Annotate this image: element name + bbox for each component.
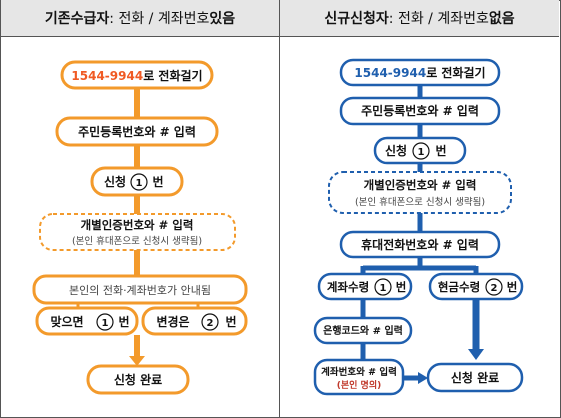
right-cash-num: 2 [491,283,498,294]
left-header-mid: : 전화 / 계좌번호 [109,11,210,27]
right-header-mid: : 전화 / 계좌번호 [388,11,489,27]
right-auth-line2: (본인 휴대폰으로 신청시 생략됨) [355,196,485,208]
left-apply-box [90,166,184,197]
left-correct-box [35,306,139,336]
left-change-num-circle [201,313,219,331]
left-header-title: 기존수급자 [44,11,110,27]
right-cash-suffix: 번 [507,280,518,294]
left-flow: 1544-9944로 전화걸기 주민등록번호와 # 입력 신청 1 번 개별인증… [32,60,248,395]
left-done-box [86,364,190,395]
right-resident-id-text: 주민등록번호와 # 입력 [361,103,479,118]
right-mobile-text: 휴대전화번호와 # 입력 [361,237,479,252]
right-account-num-circle [374,278,392,296]
left-auth-line2: (본인 휴대폰으로 신청시 생략됨) [72,235,202,247]
left-arrowhead [129,356,145,366]
left-done-text: 신청 완료 [114,372,162,387]
left-call-text: 1544-9944로 전화걸기 [71,68,202,83]
right-mobile-box [339,230,501,259]
left-resident-id-box [55,116,219,147]
right-header-end: 없음 [488,11,515,27]
right-cash-text: 현금수령 [438,280,480,294]
right-auth-line1: 개별인증번호와 # 입력 [364,178,477,192]
right-final-arrowhead [418,372,428,384]
right-flow: 1544-9944로 전화걸기 주민등록번호와 # 입력 신청 1 번 개별인증… [313,58,524,396]
right-account-num: 1 [380,283,387,294]
left-resident-id-text: 주민등록번호와 # 입력 [78,124,196,139]
right-account-input-box [313,358,405,396]
left-correct-num-circle [96,313,114,331]
right-call-box [339,58,501,87]
right-header: 신규신청자: 전화 / 계좌번호 없음 [280,0,559,37]
right-header-title: 신규신청자 [324,11,389,27]
right-resident-id-box [339,96,501,126]
left-apply-num: 1 [136,178,143,189]
right-account-owner-text: (본인 명의) [337,379,381,391]
right-bank-code-box [313,316,413,345]
left-header: 기존수급자: 전화 / 계좌번호 있음 [1,0,279,37]
left-guide-box [32,274,248,305]
right-done-box [426,362,524,393]
left-auth-box [39,213,236,251]
right-account-suffix: 번 [396,280,407,294]
left-apply-num-circle [130,173,148,191]
left-apply-suffix: 번 [152,174,163,189]
right-cash-arrowhead [468,349,484,360]
left-correct-suffix: 번 [118,314,129,329]
left-change-text: 변경은 [156,314,189,329]
right-apply-box [373,136,467,165]
left-change-box [141,306,248,336]
right-done-text: 신청 완료 [451,370,499,385]
left-guide-text: 본인의 전화·계좌번호가 안내됨 [69,284,211,297]
right-apply-text: 신청 [385,143,407,158]
right-auth-box [328,171,512,214]
left-change-num: 2 [207,318,214,329]
left-apply-text: 신청 [104,174,126,189]
right-call-text: 1544-9944로 전화걸기 [354,65,485,80]
column-divider [279,0,280,417]
left-correct-text: 맞으면 [50,314,83,329]
right-apply-suffix: 번 [435,143,446,158]
right-apply-num-circle [412,142,430,160]
left-change-suffix: 번 [225,314,236,329]
right-bank-code-text: 은행코드와 # 입력 [323,324,403,337]
left-correct-num: 1 [102,318,109,329]
left-header-end: 있음 [209,11,236,27]
left-call-box [60,60,214,90]
right-account-text: 계좌수령 [327,280,369,294]
right-cash-num-circle [485,278,503,296]
right-apply-num: 1 [418,147,425,158]
left-auth-line1: 개별인증번호와 # 입력 [81,218,194,232]
right-account-input-text: 계좌번호와 # 입력 [321,366,397,378]
